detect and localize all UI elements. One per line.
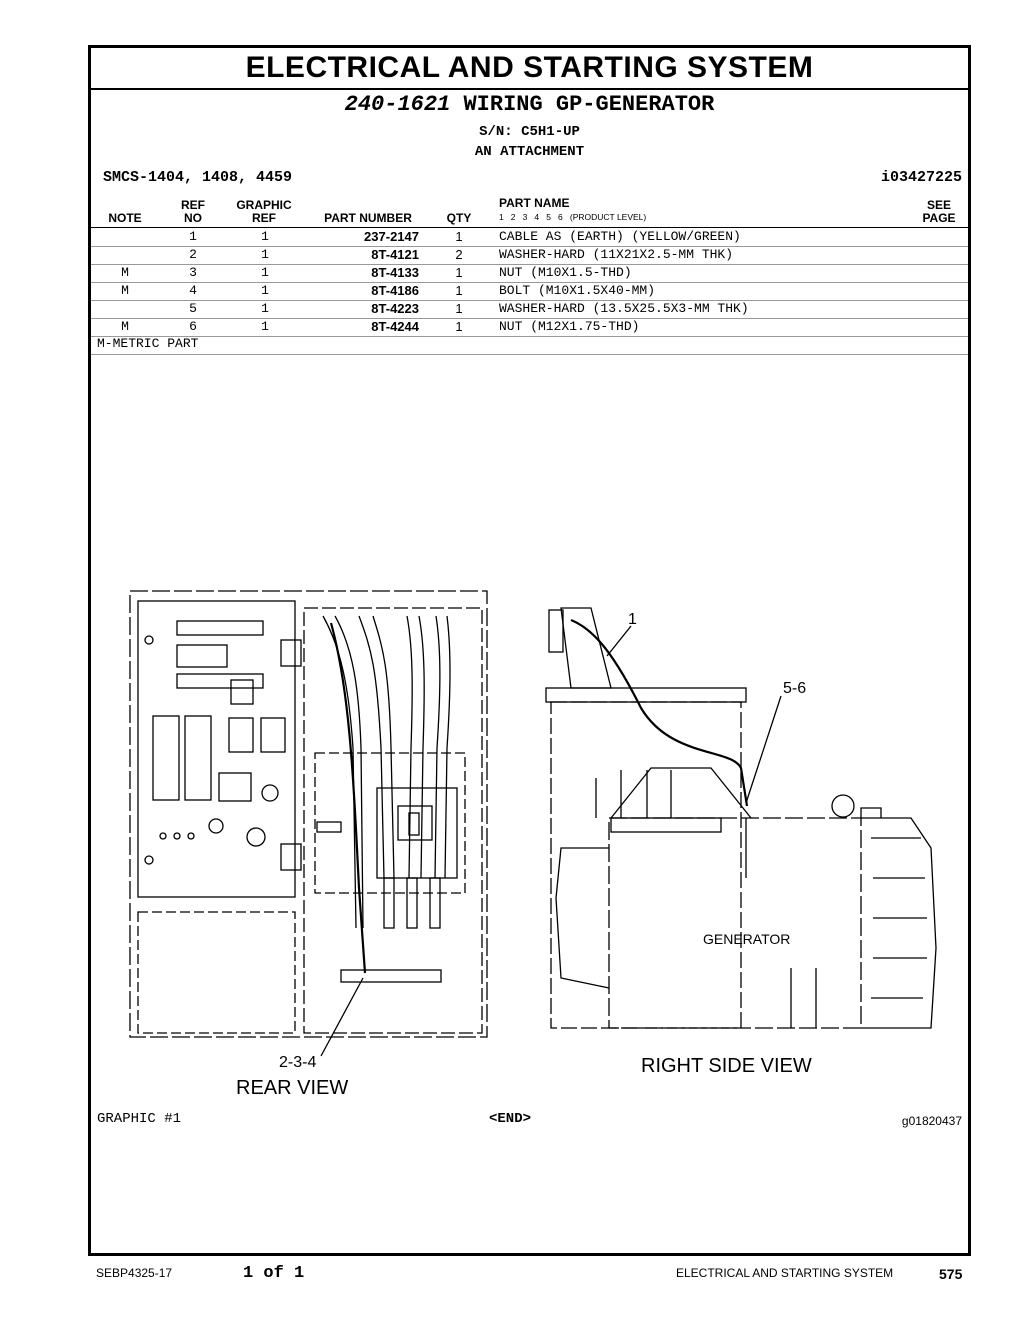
col-graphic-header-bottom: REF <box>252 211 276 225</box>
table-row[interactable]: M 4 1 8T-4186 1 BOLT (M10X1.5X40-MM) <box>91 282 968 301</box>
col-part-name-header: PART NAME <box>499 196 570 210</box>
attachment-label: AN ATTACHMENT <box>474 144 585 160</box>
page-title: ELECTRICAL AND STARTING SYSTEM <box>91 48 968 90</box>
row-graphic-ref: 1 <box>261 319 269 334</box>
smcs-codes: SMCS-1404, 1408, 4459 <box>103 169 293 186</box>
graphic-id: g01820437 <box>901 1114 962 1128</box>
header-divider <box>91 227 968 228</box>
row-note: M <box>121 319 129 334</box>
row-qty: 1 <box>455 319 463 334</box>
row-ref: 5 <box>189 301 197 316</box>
col-qty-header: QTY <box>446 211 472 225</box>
row-part-name: NUT (M10X1.5-THD) <box>499 265 632 280</box>
product-level-header: 1 2 3 4 5 6 (PRODUCT LEVEL) <box>499 212 647 222</box>
parts-illustration: 1 5-6 2-3-4 GENERATOR REAR VIEW RIGHT SI… <box>129 590 937 1099</box>
page-count: 1 of 1 <box>243 1264 305 1283</box>
col-see-header-top: SEE <box>926 198 951 212</box>
row-part-name: WASHER-HARD (11X21X2.5-MM THK) <box>499 247 734 262</box>
end-marker: <END> <box>489 1111 532 1127</box>
generator-label: GENERATOR <box>703 931 790 947</box>
row-part-name: BOLT (M10X1.5X40-MM) <box>499 283 656 298</box>
callout-5-6: 5-6 <box>783 680 806 697</box>
footnote-divider <box>91 354 968 355</box>
doc-number: SEBP4325-17 <box>96 1266 173 1280</box>
row-qty: 1 <box>455 265 463 280</box>
row-graphic-ref: 1 <box>261 247 269 262</box>
row-ref: 6 <box>189 319 197 334</box>
callout-2-3-4: 2-3-4 <box>279 1054 316 1071</box>
row-qty: 1 <box>455 229 463 244</box>
row-part-name: CABLE AS (EARTH) (YELLOW/GREEN) <box>499 229 741 244</box>
row-part-number: 8T-4133 <box>371 265 419 280</box>
row-graphic-ref: 1 <box>261 301 269 316</box>
row-graphic-ref: 1 <box>261 229 269 244</box>
row-ref: 2 <box>189 247 197 262</box>
row-ref: 4 <box>189 283 197 298</box>
row-note: M <box>121 283 129 298</box>
row-part-number: 237-2147 <box>364 229 419 244</box>
col-part-number-header: PART NUMBER <box>324 211 412 225</box>
footer-section: ELECTRICAL AND STARTING SYSTEM <box>676 1266 894 1280</box>
illustration-id: i03427225 <box>880 169 962 186</box>
col-ref-header-top: REF <box>181 198 205 212</box>
serial-number: S/N: C5H1-UP <box>479 124 580 140</box>
col-note-header: NOTE <box>108 211 142 225</box>
table-row[interactable]: M 3 1 8T-4133 1 NUT (M10X1.5-THD) <box>91 264 968 283</box>
callout-1: 1 <box>628 611 637 628</box>
row-part-number: 8T-4244 <box>371 319 419 334</box>
group-heading: 240-1621 WIRING GP-GENERATOR <box>91 92 968 117</box>
col-ref-header-bottom: NO <box>184 211 202 225</box>
right-side-view-drawing <box>545 607 937 1029</box>
right-side-view-label: RIGHT SIDE VIEW <box>641 1055 812 1077</box>
rear-view-label: REAR VIEW <box>236 1077 348 1099</box>
row-ref: 1 <box>189 229 197 244</box>
metric-footnote: M-METRIC PART <box>97 336 199 351</box>
row-part-name: WASHER-HARD (13.5X25.5X3-MM THK) <box>499 301 749 316</box>
col-graphic-header-top: GRAPHIC <box>236 198 292 212</box>
page-number: 575 <box>939 1266 963 1282</box>
row-ref: 3 <box>189 265 197 280</box>
table-row[interactable]: M 6 1 8T-4244 1 NUT (M12X1.75-THD) <box>91 318 968 337</box>
row-qty: 1 <box>455 301 463 316</box>
group-name: WIRING GP-GENERATOR <box>463 92 715 117</box>
row-qty: 2 <box>455 247 463 262</box>
page-frame: ELECTRICAL AND STARTING SYSTEM 240-1621 … <box>88 45 971 1256</box>
table-row[interactable]: 1 1 237-2147 1 CABLE AS (EARTH) (YELLOW/… <box>91 228 968 247</box>
rear-view-drawing <box>129 590 488 1057</box>
col-see-header-bottom: PAGE <box>922 211 956 225</box>
row-qty: 1 <box>455 283 463 298</box>
table-row[interactable]: 2 1 8T-4121 2 WASHER-HARD (11X21X2.5-MM … <box>91 246 968 265</box>
row-part-number: 8T-4223 <box>371 301 419 316</box>
row-part-number: 8T-4186 <box>371 283 419 298</box>
graphic-label: GRAPHIC #1 <box>97 1111 182 1127</box>
row-part-number: 8T-4121 <box>371 247 419 262</box>
row-graphic-ref: 1 <box>261 283 269 298</box>
table-row[interactable]: 5 1 8T-4223 1 WASHER-HARD (13.5X25.5X3-M… <box>91 300 968 319</box>
row-graphic-ref: 1 <box>261 265 269 280</box>
group-number: 240-1621 <box>344 92 451 117</box>
row-part-name: NUT (M12X1.75-THD) <box>499 319 640 334</box>
row-note: M <box>121 265 129 280</box>
